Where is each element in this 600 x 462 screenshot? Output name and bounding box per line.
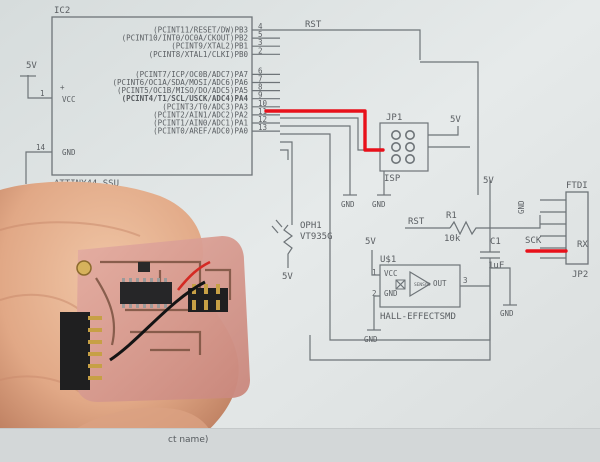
ic2-gnd-label: GND [62, 148, 76, 157]
pcb-isp-header [188, 284, 228, 312]
ftdi-gnd-label: GND [517, 200, 526, 214]
pcb-black-jumper-wire [109, 280, 206, 362]
ic2-pin-number: 13 [258, 123, 267, 132]
oph1-ref: OPH1 [300, 221, 322, 231]
c1-ref: C1 [490, 237, 501, 247]
net-rst-r1: RST [408, 217, 425, 227]
ic2-pin-number: 4 [258, 22, 263, 31]
ic2-body [51, 16, 253, 176]
ic2-gnd-pinnum: 14 [36, 143, 46, 152]
pcb-ftdi-header [60, 312, 102, 390]
gnd-label-u1: GND [364, 335, 378, 344]
ic2-pin-number: 12 [258, 115, 267, 124]
r1-value: 10k [444, 234, 461, 244]
ic2-pin-number: 3 [258, 38, 263, 47]
pcb-attiny-chip [120, 282, 172, 304]
ic2-pin-number: 7 [258, 75, 263, 84]
u1-gnd-label: GND [384, 289, 398, 298]
pcb-phototransistor [76, 260, 92, 276]
ic2-pin-number: 11 [258, 107, 267, 116]
ftdi-sck-label: SCK [525, 236, 542, 246]
gnd-label-c1: GND [500, 309, 514, 318]
u1-pin2: 2 [372, 289, 377, 298]
ic2-pin-label: (PCINT9/XTAL2)PB1 [171, 42, 248, 51]
r1-ref: R1 [446, 211, 457, 221]
ftdi-rx-label: RX [577, 240, 588, 250]
ic2-pin-label: (PCINT4/T1/SCL/USCK/ADC4)PA4 [122, 94, 249, 103]
c1-value: 1uF [488, 261, 504, 271]
ic2-pin-label: (PCINT11/RESET/DW)PB3 [153, 26, 248, 35]
ic2-plus-mark: + [60, 83, 65, 92]
jp1-label: ISP [384, 174, 401, 184]
ic2-pin-label: (PCINT0/AREF/ADC0)PA0 [153, 127, 248, 136]
pcb-red-jumper-wire [176, 260, 211, 291]
u1-5v-label: 5V [365, 237, 376, 247]
ic2-pin-label: (PCINT1/AIN0/ADC1)PA1 [153, 119, 248, 128]
u1-ref: U$1 [380, 255, 396, 265]
jp1-5v-label: 5V [450, 115, 461, 125]
oph1-value: VT935G [300, 232, 333, 242]
jp1-isp-header: JP1 ISP 5V [379, 113, 470, 195]
highlight-sck-wire [264, 109, 385, 152]
schematic: IC2 ATTINY44-SSU VCC GND 1 14 + 5V (PCIN… [20, 6, 589, 361]
ic2-pin-label: (PCINT10/INT0/OC0A/CKOUT)PB2 [122, 34, 248, 43]
ic2-pin-number: 6 [258, 66, 263, 75]
ic2-pin-label: (PCINT7/ICP/OC0B/ADC7)PA7 [135, 70, 248, 79]
ic2-pin-number: 5 [258, 30, 263, 39]
gnd-label-isp-1: GND [341, 200, 355, 209]
oph1-phototransistor: OPH1 VT935G 5V [271, 219, 333, 282]
ic2-pin-label: (PCINT2/AIN1/ADC2)PA2 [153, 110, 248, 119]
ic2-pin-number: 2 [258, 46, 263, 55]
hand-holding-board [0, 181, 250, 461]
jp1-ref: JP1 [386, 113, 402, 123]
ic2-pin-label: (PCINT5/OC1B/MISO/DO/ADC5)PA5 [117, 86, 248, 95]
ic2-pin-label: (PCINT8/XTAL1/CLKI)PB0 [149, 50, 249, 59]
u1-sensor-label: SENSOR [414, 282, 431, 288]
pcb-board [76, 236, 250, 402]
ic2-pin-number: 8 [258, 83, 263, 92]
status-bar-text: ct name) [168, 435, 209, 445]
ic2-vcc-label: VCC [62, 95, 76, 104]
u1-pin3: 3 [463, 276, 468, 285]
ic2-pin-label: (PCINT3/T0/ADC3)PA3 [162, 102, 248, 111]
u1-hall-effect-sensor: U$1 VCC GND OUT HALL-EFFECTSMD 1 2 3 SEN… [364, 237, 490, 344]
u1-part: HALL-EFFECTSMD [380, 312, 456, 322]
gnd-label-isp-2: GND [372, 200, 386, 209]
oph1-5v-label: 5V [282, 272, 293, 282]
ic2-pin-label: (PCINT6/OC1A/SDA/MOSI/ADC6)PA6 [113, 78, 249, 87]
status-bar: ct name) [0, 428, 600, 462]
ftdi-label: FTDI [566, 181, 588, 191]
u1-out-label: OUT [433, 279, 447, 288]
ftdi-connector-jp2: FTDI JP2 GND RX SCK [517, 181, 589, 280]
ic2-ref: IC2 [54, 6, 70, 16]
ic2-pin-number: 9 [258, 91, 263, 100]
ic2-5v-label: 5V [26, 61, 37, 71]
u1-pin1: 1 [372, 268, 377, 277]
ic2-vcc-pinnum: 1 [40, 89, 45, 98]
ic2-pin-number: 10 [258, 99, 268, 108]
ftdi-ref: JP2 [572, 270, 588, 280]
net-rst-top: RST [305, 20, 322, 30]
r1-5v-label: 5V [483, 176, 494, 186]
u1-vcc-label: VCC [384, 269, 398, 278]
pcb-hall-sensor [138, 262, 150, 272]
ic2-pin-list: (PCINT11/RESET/DW)PB3 4 (PCINT10/INT0/OC0A… [113, 22, 280, 136]
